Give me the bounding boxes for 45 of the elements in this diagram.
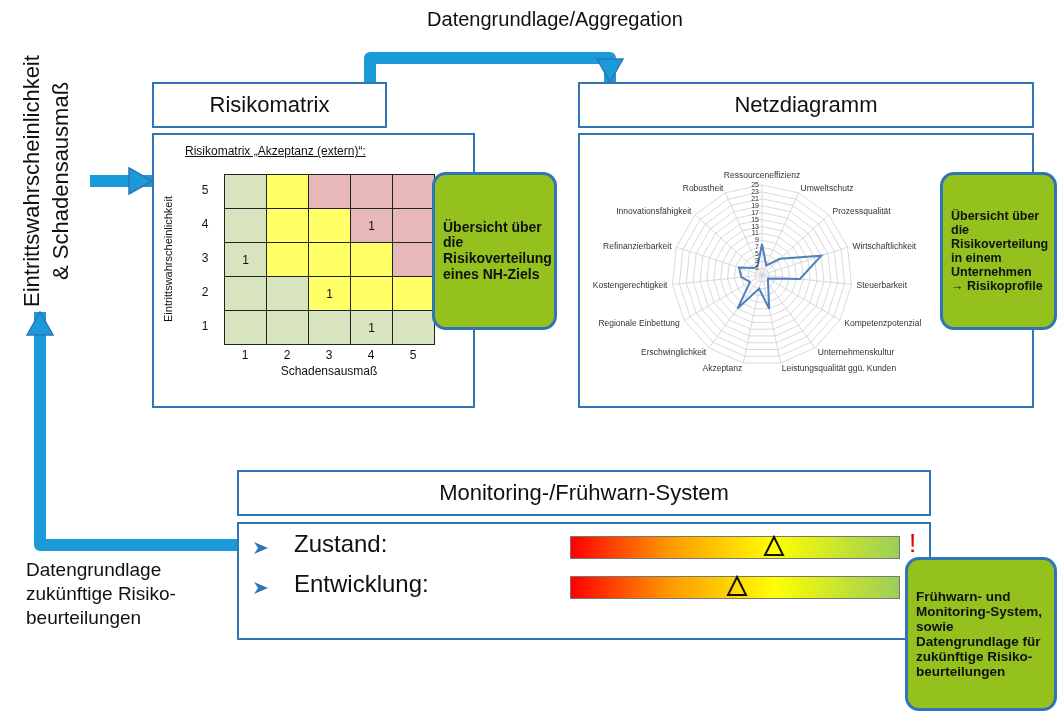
vertical-label: Eintrittswahrscheinlichkeit & Schadensausmaß — [18, 50, 90, 312]
status-label: Entwicklung: — [294, 570, 429, 598]
arrow — [26, 311, 237, 551]
callout-box: Frühwarn- und Monitoring-System, sowie Datengrundlage für zukünftige Risiko- beurteilungen — [905, 557, 1057, 711]
axis-label: Innovationsfähigkeit — [616, 206, 692, 217]
matrix-cell: 1 — [350, 310, 393, 345]
axis-label: Umweltschutz — [800, 183, 854, 194]
header-box: Risikomatrix — [152, 82, 387, 128]
header-box: Netzdiagramm — [578, 82, 1034, 128]
axis-label: Regionale Einbettung — [598, 317, 680, 328]
axis-title: Eintrittswahrscheinlichkeit — [162, 195, 174, 324]
axis-label: Unternehmenskultur — [817, 346, 895, 357]
axis-tick-label: 4 — [366, 348, 376, 362]
header-box: Monitoring-/Frühwarn-System — [237, 470, 931, 516]
axis-label: Robustheit — [682, 183, 724, 194]
axis-label: Kompetenzpotenzial — [844, 317, 922, 328]
axis-tick-label: 5 — [200, 183, 210, 197]
axis-title: Schadensausmaß — [279, 364, 379, 378]
axis-label: Wirtschaftlichkeit — [852, 240, 917, 251]
status-label: Zustand: — [294, 530, 388, 558]
axis-tick-label: 3 — [200, 251, 210, 265]
callout-box: Übersicht über die Risikoverteilung in einem Unternehmen → Risikoprofile — [940, 172, 1057, 330]
axis-label: Akzeptanz — [702, 362, 743, 373]
matrix-cell: 1 — [224, 242, 267, 277]
axis-label: Leistungsqualität ggü. Kunden — [781, 362, 897, 373]
axis-label: Prozessqualität — [832, 206, 891, 217]
axis-label: Refinanzierbarkeit — [603, 240, 672, 251]
axis-tick-label: 1 — [240, 348, 250, 362]
axis-tick-label: 2 — [282, 348, 292, 362]
arrow — [90, 167, 153, 195]
axis-tick-label: 2 — [200, 285, 210, 299]
axis-label: Ressourceneffizienz — [723, 170, 801, 180]
matrix-cell: 1 — [350, 208, 393, 243]
axis-tick-label: 3 — [324, 348, 334, 362]
matrix-cell: 1 — [308, 276, 351, 311]
axis-tick-label: 1 — [200, 319, 210, 333]
axis-label: Steuerbarkeit — [856, 279, 908, 290]
chart-title: Risikomatrix „Akzeptanz (extern)“: — [185, 144, 366, 158]
callout-box: Übersicht über die Risikoverteilung eines NH-Ziels — [432, 172, 557, 330]
axis-tick-label: 4 — [200, 217, 210, 231]
arrow — [364, 52, 624, 83]
axis-tick-label: 5 — [408, 348, 418, 362]
axis-label: Erschwinglichkeit — [641, 346, 707, 357]
warning-mark: ! — [909, 528, 917, 559]
axis-label: Kostengerechtigkeit — [592, 279, 668, 290]
